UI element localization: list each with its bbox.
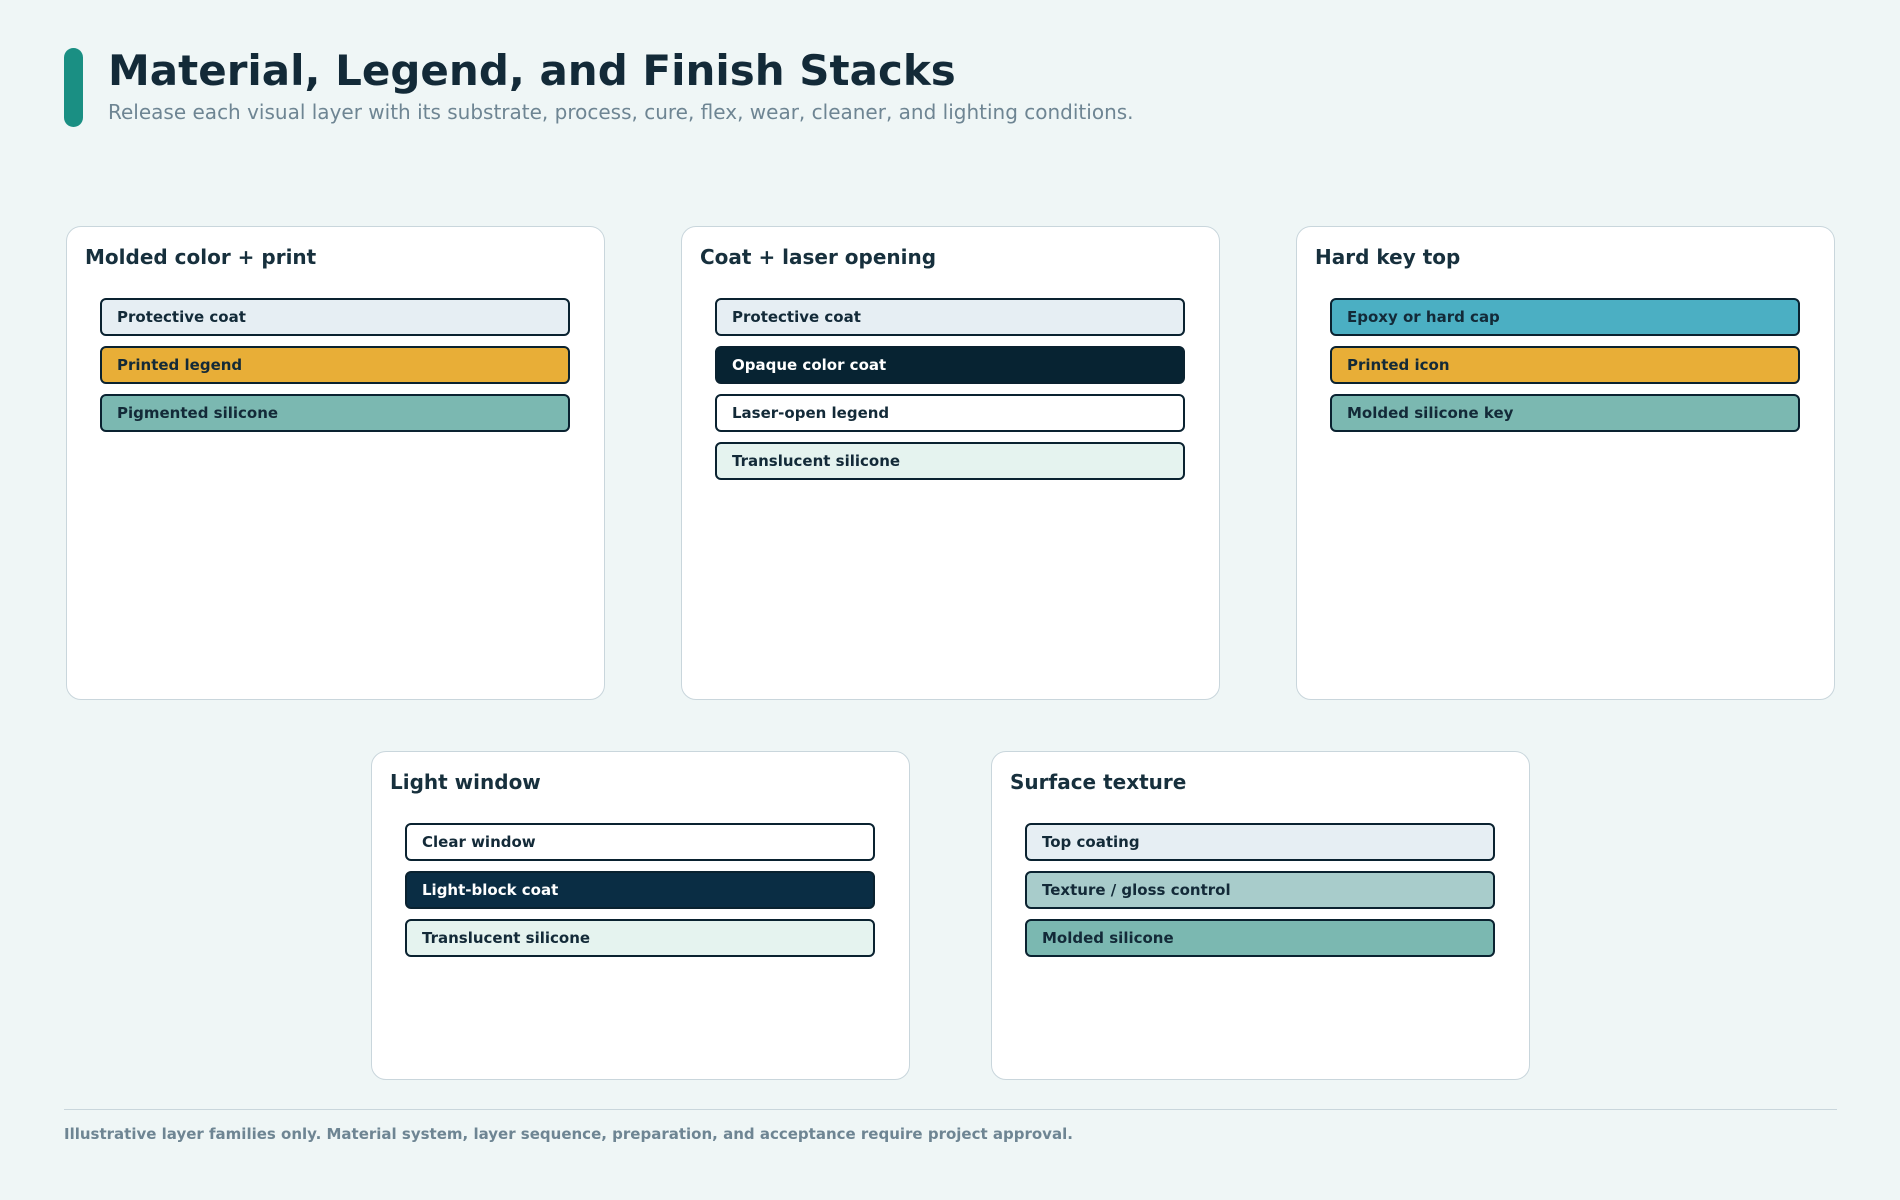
layer-protective-coat: Protective coat xyxy=(100,298,570,336)
stack-panel-light-window: Light window Clear window Light-block co… xyxy=(371,751,910,1080)
layer-pigmented-silicone: Pigmented silicone xyxy=(100,394,570,432)
footnote: Illustrative layer families only. Materi… xyxy=(64,1125,1073,1143)
stack-panel-molded-color-print: Molded color + print Protective coat Pri… xyxy=(66,226,605,700)
layer-stack: Top coating Texture / gloss control Mold… xyxy=(1025,823,1495,967)
layer-epoxy-hard-cap: Epoxy or hard cap xyxy=(1330,298,1800,336)
layer-translucent-silicone: Translucent silicone xyxy=(715,442,1185,480)
panel-title: Surface texture xyxy=(1010,770,1187,794)
layer-texture-gloss-control: Texture / gloss control xyxy=(1025,871,1495,909)
layer-stack: Protective coat Opaque color coat Laser-… xyxy=(715,298,1185,490)
layer-stack: Epoxy or hard cap Printed icon Molded si… xyxy=(1330,298,1800,442)
footer-divider xyxy=(64,1109,1837,1110)
layer-molded-silicone: Molded silicone xyxy=(1025,919,1495,957)
layer-translucent-silicone: Translucent silicone xyxy=(405,919,875,957)
panel-title: Coat + laser opening xyxy=(700,245,937,269)
layer-light-block-coat: Light-block coat xyxy=(405,871,875,909)
layer-printed-icon: Printed icon xyxy=(1330,346,1800,384)
stack-panel-surface-texture: Surface texture Top coating Texture / gl… xyxy=(991,751,1530,1080)
layer-molded-silicone-key: Molded silicone key xyxy=(1330,394,1800,432)
stack-panel-hard-key-top: Hard key top Epoxy or hard cap Printed i… xyxy=(1296,226,1835,700)
stack-panel-coat-laser-opening: Coat + laser opening Protective coat Opa… xyxy=(681,226,1220,700)
layer-top-coating: Top coating xyxy=(1025,823,1495,861)
header-accent-bar xyxy=(64,48,83,127)
layer-stack: Clear window Light-block coat Translucen… xyxy=(405,823,875,967)
layer-laser-open-legend: Laser-open legend xyxy=(715,394,1185,432)
panel-title: Light window xyxy=(390,770,541,794)
page-subtitle: Release each visual layer with its subst… xyxy=(108,100,1134,124)
layer-protective-coat: Protective coat xyxy=(715,298,1185,336)
layer-printed-legend: Printed legend xyxy=(100,346,570,384)
layer-stack: Protective coat Printed legend Pigmented… xyxy=(100,298,570,442)
panel-title: Hard key top xyxy=(1315,245,1461,269)
panel-title: Molded color + print xyxy=(85,245,317,269)
layer-opaque-color-coat: Opaque color coat xyxy=(715,346,1185,384)
page-title: Material, Legend, and Finish Stacks xyxy=(108,46,956,95)
layer-clear-window: Clear window xyxy=(405,823,875,861)
